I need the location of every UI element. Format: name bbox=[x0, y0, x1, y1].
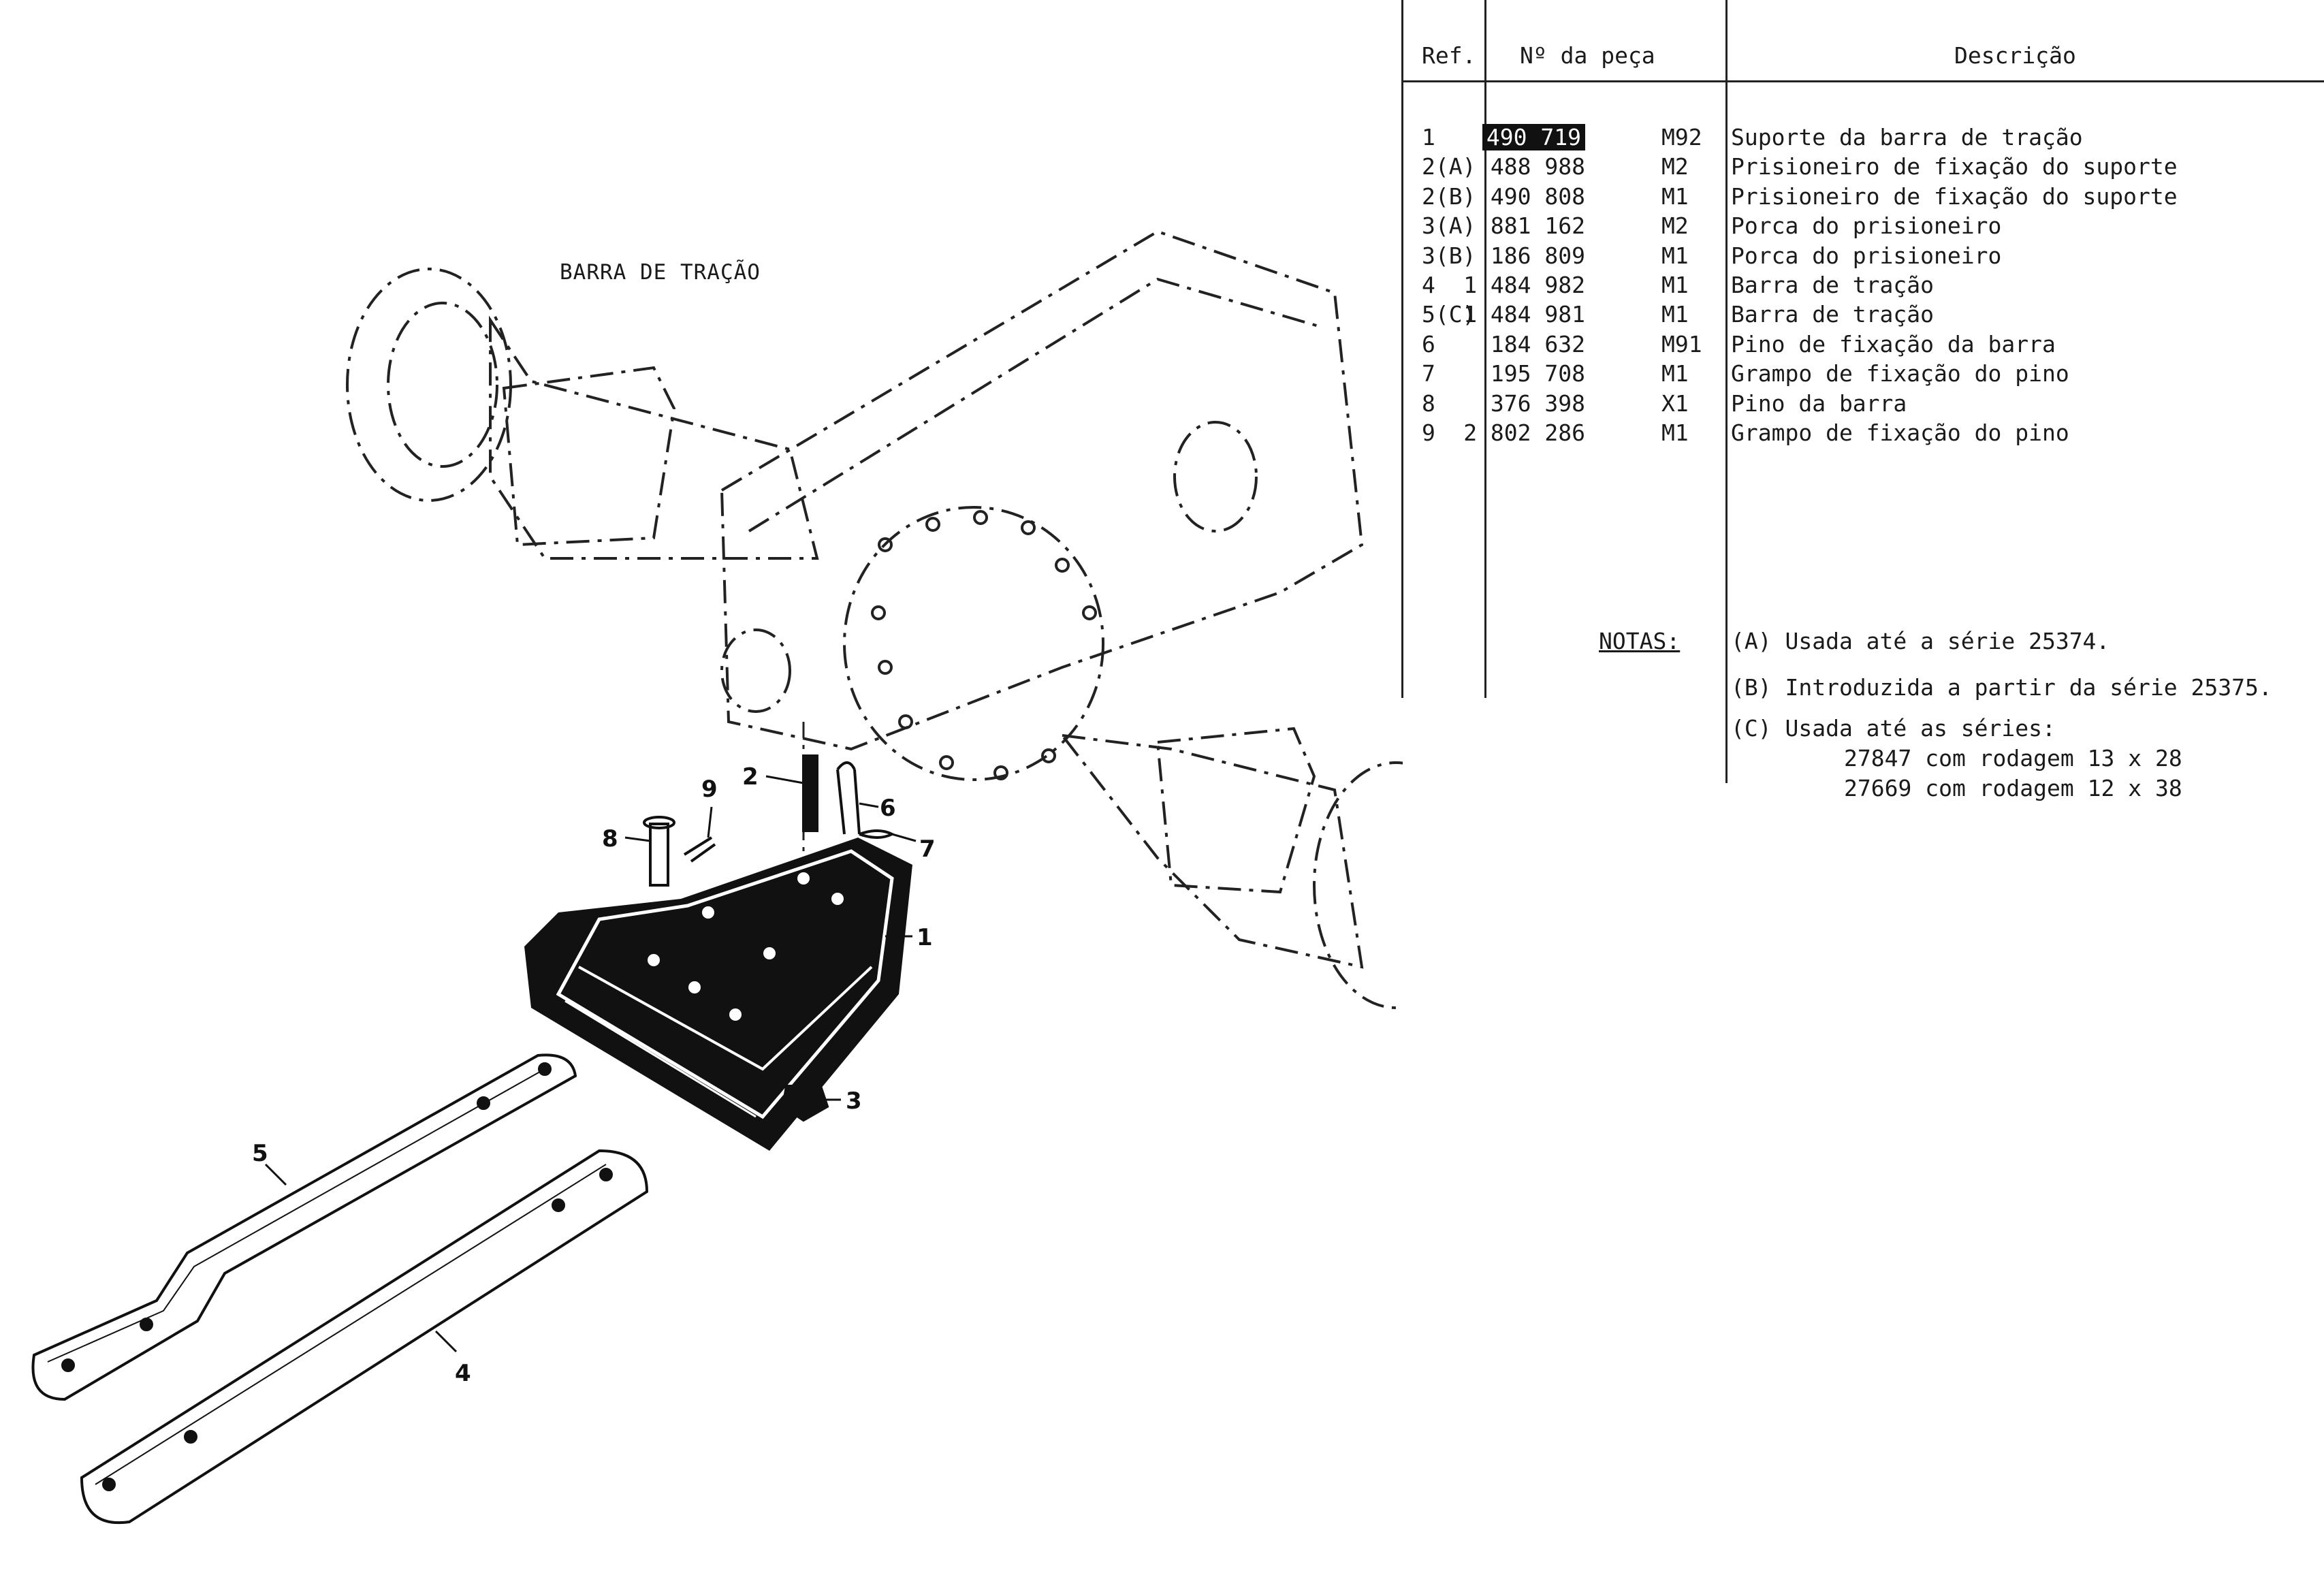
small-parts-drawing bbox=[643, 754, 895, 1122]
cell-ref: 3(B) bbox=[1422, 242, 1476, 269]
callout-5: 5 bbox=[252, 1140, 268, 1167]
cell-ref: 9 bbox=[1422, 419, 1435, 446]
cell-suffix: M1 bbox=[1661, 182, 1689, 210]
cell-part-number: 1 484 982 bbox=[1463, 272, 1585, 298]
table-row: 2(B) 490 808 M1 Prisioneiro de fixação do s… bbox=[1401, 183, 2324, 213]
callout-8: 8 bbox=[602, 825, 618, 853]
table-row: 5(C)1 484 981 M1 Barra de tração bbox=[1401, 301, 2324, 331]
axle-housing-drawing bbox=[346, 229, 1403, 1009]
cell-part-number: 490 808 bbox=[1491, 183, 1585, 210]
cell-ref: 1 bbox=[1422, 124, 1435, 150]
table-row: 1 490 719 M92 Suporte da barra de tração bbox=[1401, 124, 2324, 154]
cell-ref: 7 bbox=[1422, 360, 1435, 387]
table-row: 8 376 398 X1 Pino da barra bbox=[1401, 390, 2324, 420]
cell-description: Pino de fixação da barra bbox=[1731, 330, 2056, 357]
cell-suffix: M2 bbox=[1661, 153, 1689, 180]
part-number-value: 376 398 bbox=[1490, 389, 1585, 417]
cell-part-number: 2 802 286 bbox=[1463, 419, 1585, 446]
cell-description: Pino da barra bbox=[1731, 389, 1907, 417]
table-row: 2(A) 488 988 M2 Prisioneiro de fixação do s… bbox=[1401, 153, 2324, 183]
housing-bolt-holes bbox=[871, 510, 1097, 780]
cell-ref: 2(B) bbox=[1422, 182, 1476, 210]
cell-ref: 2(A) bbox=[1422, 153, 1476, 180]
drawbar-5-drawing bbox=[31, 1053, 577, 1401]
cell-description: Porca do prisioneiro bbox=[1731, 242, 2002, 269]
cell-suffix: M1 bbox=[1661, 242, 1689, 269]
cell-ref: 6 bbox=[1422, 330, 1435, 357]
cell-part-number: 195 708 bbox=[1491, 360, 1585, 387]
diagram-title: BARRA DE TRAÇÃO bbox=[560, 260, 761, 285]
part-number-value: 195 708 bbox=[1490, 360, 1585, 387]
cell-description: Porca do prisioneiro bbox=[1731, 212, 2002, 240]
callout-3: 3 bbox=[846, 1087, 862, 1115]
cell-description: Prisioneiro de fixação do suporte bbox=[1731, 182, 2178, 210]
cell-suffix: M1 bbox=[1661, 360, 1689, 387]
table-rule-number bbox=[1725, 0, 1728, 783]
part-number-value: 186 809 bbox=[1490, 242, 1585, 269]
table-row: 4 1 484 982 M1 Barra de tração bbox=[1401, 272, 2324, 302]
notes-label: NOTAS: bbox=[1599, 628, 1681, 654]
cell-part-number: 376 398 bbox=[1491, 390, 1585, 417]
part-number-value: 2 802 286 bbox=[1463, 419, 1585, 446]
callout-leaders bbox=[264, 775, 917, 1353]
part-number-value: 881 162 bbox=[1490, 212, 1585, 240]
part-number-value: 184 632 bbox=[1490, 330, 1585, 357]
cell-suffix: M1 bbox=[1661, 301, 1689, 328]
cell-part-number: 186 809 bbox=[1491, 242, 1585, 269]
cell-description: Grampo de fixação do pino bbox=[1731, 419, 2069, 446]
part-number-value: 490 808 bbox=[1490, 182, 1585, 210]
cell-ref: 3(A) bbox=[1422, 212, 1476, 240]
cell-suffix: M1 bbox=[1661, 419, 1689, 446]
callout-7: 7 bbox=[919, 836, 936, 863]
cell-suffix: M1 bbox=[1661, 272, 1689, 298]
drawbar-exploded-view: 1 2 3 4 5 6 7 8 9 bbox=[31, 229, 1403, 1525]
cell-description: Suporte da barra de tração bbox=[1731, 124, 2083, 150]
callout-1: 1 bbox=[917, 924, 933, 951]
table-row: 3(A) 881 162 M2 Porca do prisioneiro bbox=[1401, 212, 2324, 242]
cell-description: Prisioneiro de fixação do suporte bbox=[1731, 153, 2178, 180]
cell-part-number: 490 719 bbox=[1482, 124, 1585, 150]
cell-part-number: 488 988 bbox=[1491, 153, 1585, 180]
drawbar-bracket-drawing bbox=[524, 838, 912, 1151]
table-rule-ref bbox=[1484, 0, 1486, 698]
note-c: (C) Usada até as séries: bbox=[1731, 715, 2056, 742]
part-number-value: 488 988 bbox=[1490, 153, 1585, 180]
note-c-series-2: 27669 com rodagem 12 x 38 bbox=[1844, 775, 2182, 801]
header-description: Descrição bbox=[1954, 42, 2076, 69]
cell-ref: 8 bbox=[1422, 389, 1435, 417]
cell-part-number: 881 162 bbox=[1491, 212, 1585, 239]
header-part-number: Nº da peça bbox=[1520, 42, 1655, 69]
parts-table: Ref. Nº da peça Descrição 1 490 719 M92 Sup… bbox=[1401, 0, 2324, 783]
drawbar-4-drawing bbox=[80, 1149, 649, 1525]
table-header-rule bbox=[1401, 80, 2324, 82]
cell-suffix: M91 bbox=[1661, 330, 1702, 357]
cell-description: Grampo de fixação do pino bbox=[1731, 360, 2069, 387]
part-number-value: 1 484 982 bbox=[1463, 272, 1585, 298]
part-number-value: 1 484 981 bbox=[1463, 301, 1585, 328]
table-row: 7 195 708 M1 Grampo de fixação do pino bbox=[1401, 360, 2324, 390]
table-rule-left bbox=[1401, 0, 1403, 698]
cell-suffix: X1 bbox=[1661, 389, 1689, 417]
header-ref: Ref. bbox=[1422, 42, 1476, 69]
cell-suffix: M92 bbox=[1661, 124, 1702, 150]
table-row: 6 184 632 M91 Pino de fixação da barra bbox=[1401, 331, 2324, 361]
cell-ref: 5(C) bbox=[1422, 301, 1476, 328]
callout-4: 4 bbox=[455, 1360, 471, 1387]
table-row: 3(B) 186 809 M1 Porca do prisioneiro bbox=[1401, 242, 2324, 272]
callout-2: 2 bbox=[742, 763, 759, 791]
note-a: (A) Usada até a série 25374. bbox=[1731, 628, 2110, 654]
cell-description: Barra de tração bbox=[1731, 272, 1935, 298]
part-number-value: 490 719 bbox=[1482, 124, 1585, 150]
cell-ref: 4 bbox=[1422, 272, 1435, 298]
cell-suffix: M2 bbox=[1661, 212, 1689, 240]
callout-9: 9 bbox=[701, 776, 718, 803]
callout-6: 6 bbox=[880, 795, 896, 822]
note-c-series-1: 27847 com rodagem 13 x 28 bbox=[1844, 745, 2182, 771]
cell-part-number: 184 632 bbox=[1491, 331, 1585, 357]
cell-part-number: 1 484 981 bbox=[1463, 301, 1585, 328]
table-row: 9 2 802 286 M1 Grampo de fixação do pino bbox=[1401, 419, 2324, 449]
note-b: (B) Introduzida a partir da série 25375. bbox=[1731, 674, 2272, 701]
cell-description: Barra de tração bbox=[1731, 301, 1935, 328]
